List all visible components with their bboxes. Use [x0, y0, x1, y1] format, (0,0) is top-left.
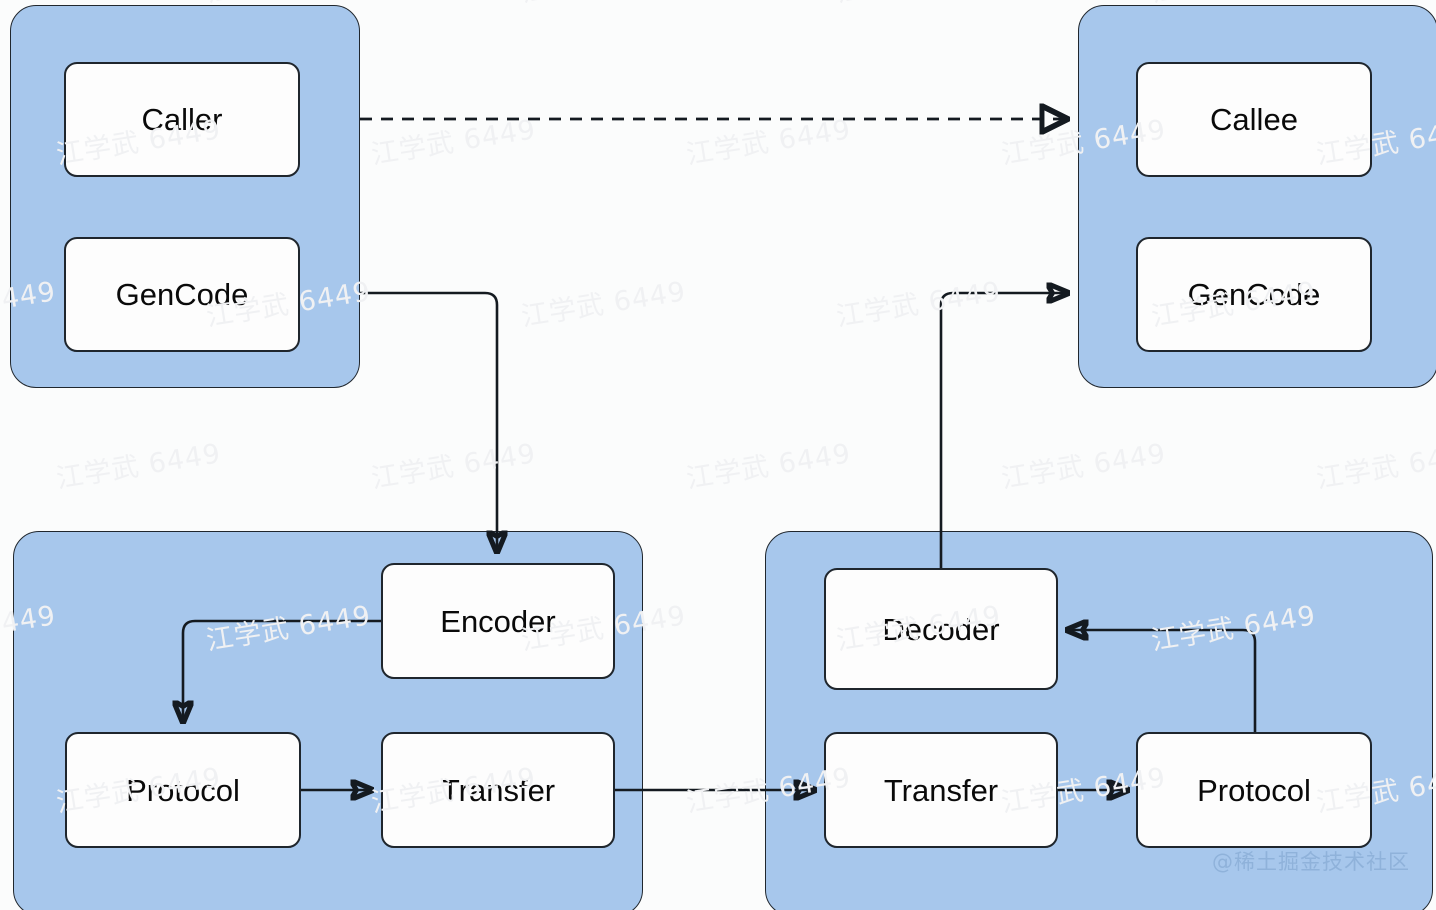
node-caller-gencode-label: GenCode: [115, 277, 249, 312]
tiled-watermark-text: 江学武 6449: [519, 276, 689, 333]
node-decoder[interactable]: Decoder: [824, 568, 1058, 690]
node-encoder-label: Encoder: [440, 603, 556, 639]
tiled-watermark-text: 江学武 6449: [834, 276, 1004, 333]
node-callee-gencode[interactable]: GenCode: [1136, 237, 1372, 352]
tiled-watermark-text: 江学武 6449: [369, 438, 539, 495]
node-caller-gencode[interactable]: GenCode: [64, 237, 300, 352]
node-right-protocol-label: Protocol: [1197, 772, 1311, 808]
node-left-protocol-label: Protocol: [126, 772, 240, 808]
tiled-watermark-text: 江学武 6449: [684, 438, 854, 495]
tiled-watermark-text: 江学武 6449: [999, 438, 1169, 495]
node-right-transfer[interactable]: Transfer: [824, 732, 1058, 848]
connector-decoder-to-gencode: [939, 293, 1068, 568]
node-left-transfer[interactable]: Transfer: [381, 732, 615, 848]
node-left-transfer-label: Transfer: [440, 772, 556, 808]
tiled-watermark-text: 江学武 6449: [518, 0, 688, 10]
node-left-protocol[interactable]: Protocol: [65, 732, 301, 848]
tiled-watermark-text: 江学武 6449: [54, 438, 224, 495]
tiled-watermark-text: 江学武 6449: [1314, 438, 1436, 495]
node-caller[interactable]: Caller: [64, 62, 300, 177]
node-caller-label: Caller: [141, 102, 223, 137]
node-callee-label: Callee: [1210, 102, 1298, 137]
node-encoder[interactable]: Encoder: [381, 563, 615, 679]
node-callee-gencode-label: GenCode: [1187, 277, 1321, 312]
node-right-transfer-label: Transfer: [883, 772, 999, 808]
node-decoder-label: Decoder: [882, 611, 1000, 647]
tiled-watermark-text: 江学武 6449: [684, 114, 854, 171]
connector-gencode-to-encoder: [360, 291, 497, 552]
node-callee[interactable]: Callee: [1136, 62, 1372, 177]
tiled-watermark-text: 江学武 6449: [833, 0, 1003, 10]
brand-watermark: @稀土掘金技术社区: [1212, 850, 1410, 874]
tiled-watermark-text: 江学武 6449: [369, 114, 539, 171]
node-right-protocol[interactable]: Protocol: [1136, 732, 1372, 848]
